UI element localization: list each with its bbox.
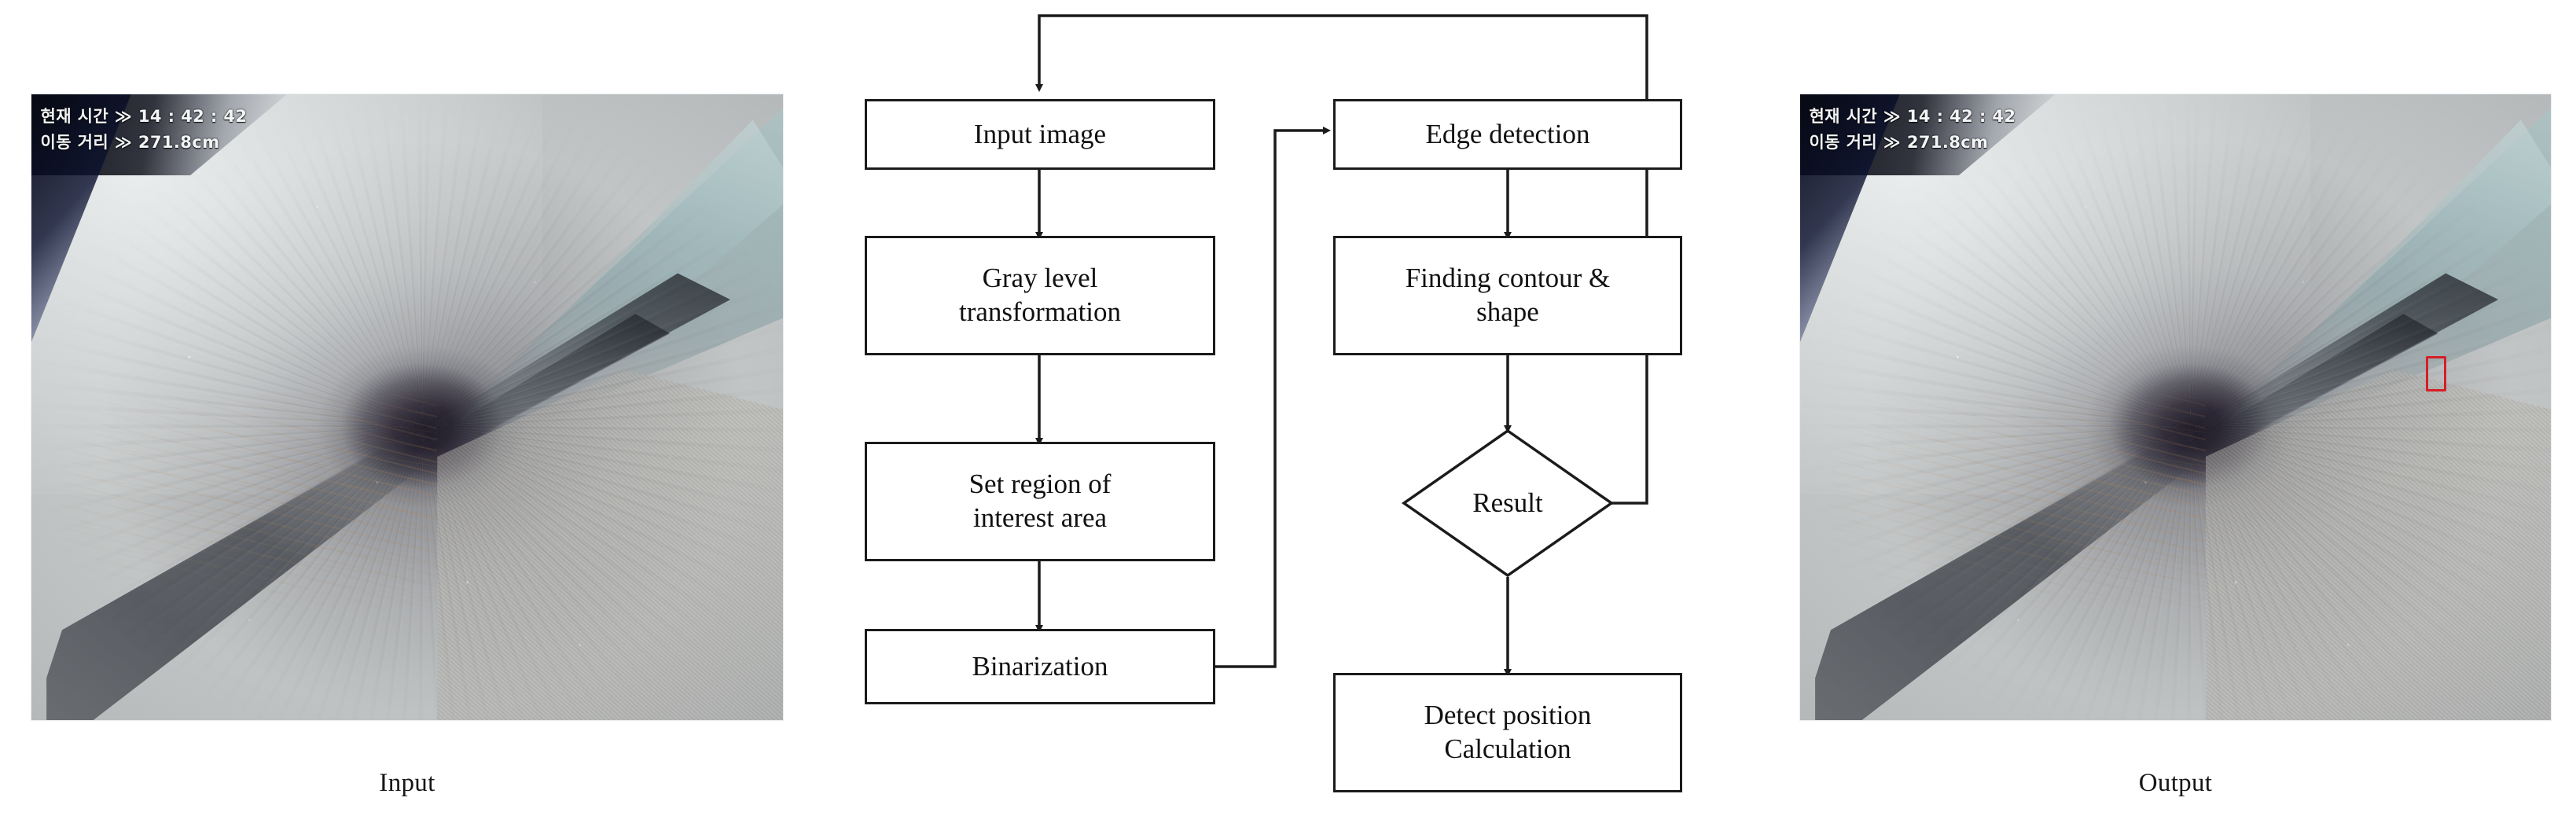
detection-bounding-box [2426,356,2446,391]
input-image: 현재 시간 ≫ 14 : 42 : 42 이동 거리 ≫ 271.8cm [31,94,783,720]
node-contour-line2: shape [1476,296,1539,327]
node-finding-contour-shape[interactable]: Finding contour & shape [1333,236,1682,355]
node-input-image[interactable]: Input image [865,99,1215,170]
osd-time-text: 현재 시간 ≫ 14 : 42 : 42 [40,106,248,126]
node-roi-line2: interest area [972,502,1108,533]
node-set-region-of-interest[interactable]: Set region of interest area [865,442,1215,561]
input-caption: Input [379,769,435,797]
node-edge-detection-label: Edge detection [1425,118,1590,149]
surface-speckle [1800,94,2551,720]
node-roi-line1: Set region of [968,469,1112,500]
node-binarization[interactable]: Binarization [865,629,1215,704]
result-decision-diamond [1401,428,1615,578]
node-binarization-label: Binarization [972,650,1108,682]
node-contour-line1: Finding contour & [1405,263,1611,294]
node-edge-detection[interactable]: Edge detection [1333,99,1682,170]
output-panel: 현재 시간 ≫ 14 : 42 : 42 이동 거리 ≫ 271.8cm [1800,94,2551,720]
flowchart-connectors [1035,14,1648,677]
surface-speckle [31,94,783,720]
input-panel: 현재 시간 ≫ 14 : 42 : 42 이동 거리 ≫ 271.8cm [31,94,783,720]
edge-result-to-input-image [1035,14,1648,505]
node-detect-line2: Calculation [1444,733,1571,764]
output-caption: Output [2138,769,2213,797]
node-gray-level-line1: Gray level [982,263,1098,294]
output-image: 현재 시간 ≫ 14 : 42 : 42 이동 거리 ≫ 271.8cm [1800,94,2551,720]
node-detect-position-calculation[interactable]: Detect position Calculation [1333,673,1682,792]
node-input-image-label: Input image [973,118,1107,149]
osd-time-text: 현재 시간 ≫ 14 : 42 : 42 [1809,106,2016,126]
osd-distance-text: 이동 거리 ≫ 271.8cm [40,132,220,152]
node-gray-level-transformation[interactable]: Gray level transformation [865,236,1215,355]
osd-distance-text: 이동 거리 ≫ 271.8cm [1809,132,1989,152]
processing-flowchart: Input image Gray level transformation Se… [818,0,1777,838]
node-gray-level-line2: transformation [958,296,1122,327]
edge-binarization-to-edge-detection [1215,127,1331,668]
node-detect-line1: Detect position [1424,700,1592,731]
